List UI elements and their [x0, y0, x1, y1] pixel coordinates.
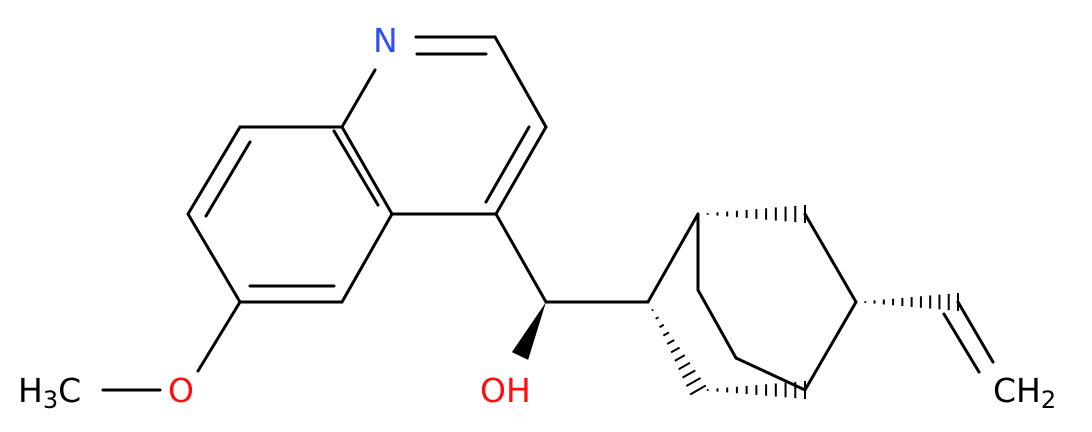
- atom-labels: N O H3C OH CH2: [18, 21, 1056, 414]
- stereo-wedges: [511, 205, 959, 399]
- bond: [204, 140, 252, 218]
- bond: [186, 212, 242, 304]
- bond: [186, 125, 242, 216]
- ring-hash-bond-bottom: [706, 381, 806, 399]
- bond: [494, 125, 548, 216]
- bond: [493, 35, 548, 129]
- hash-line: [662, 331, 670, 337]
- hash-line: [678, 361, 691, 371]
- hash-line: [685, 377, 702, 387]
- bond: [956, 300, 995, 364]
- bond: [340, 212, 394, 304]
- bond-lines: [101, 35, 995, 392]
- hash-line: [689, 384, 707, 396]
- bond: [803, 300, 858, 392]
- bond: [696, 288, 738, 360]
- bond: [332, 129, 380, 207]
- vinyl-hash-bond: [864, 293, 959, 311]
- bridgehead-hash-bond: [706, 205, 806, 223]
- hash-line: [670, 346, 681, 354]
- bond: [646, 212, 700, 304]
- ring-hash-bond-left: [651, 308, 707, 396]
- oh-wedge-bond: [511, 302, 546, 360]
- hash-line: [682, 369, 696, 379]
- hash-line: [651, 308, 654, 312]
- bond: [340, 125, 394, 216]
- methoxy-oxygen-label: O: [168, 371, 194, 410]
- hash-line: [655, 316, 660, 320]
- bond: [734, 356, 807, 392]
- bond: [942, 312, 981, 374]
- bond: [494, 212, 548, 304]
- hash-line: [659, 323, 665, 329]
- methyl-group-label: H3C: [18, 371, 81, 414]
- nitrogen-atom-label: N: [373, 21, 398, 60]
- bond: [340, 68, 377, 129]
- bond: [196, 300, 242, 373]
- bond: [803, 212, 858, 304]
- bond: [484, 125, 531, 204]
- hash-line: [666, 339, 675, 345]
- hydroxyl-group-label: OH: [480, 371, 531, 410]
- hash-line: [674, 354, 686, 362]
- vinyl-ch2-label: CH2: [993, 371, 1056, 414]
